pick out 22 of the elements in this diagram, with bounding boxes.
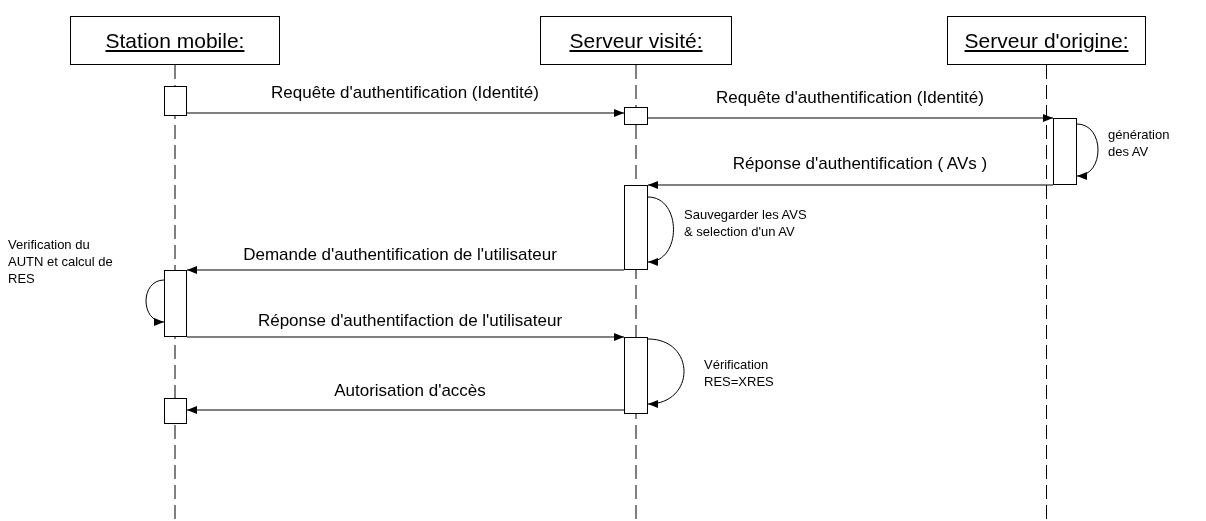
activation-bar [624,107,648,125]
activation-bar [624,337,648,414]
message-arrow [647,114,1054,122]
message-arrow [186,109,625,117]
activation-bar [164,398,187,424]
self-message-arrow [647,338,685,407]
self-message-arrow [647,196,674,265]
activation-bar [164,86,187,116]
activation-bar [164,270,187,337]
activation-bar [1053,118,1077,185]
message-arrow [647,181,1054,189]
message-arrow [186,333,625,341]
edge-label: Requête d'authentification (Identité) [714,88,986,108]
message-arrow [186,406,625,414]
message-arrow [186,266,625,274]
activation-bar [624,185,648,270]
participant-box: Serveur d'origine: [947,16,1146,65]
participant-box: Serveur visité: [540,16,732,65]
self-message-arrow [1076,123,1099,179]
self-message-arrow [145,279,165,325]
participant-box: Station mobile: [70,16,280,65]
edge-label: Requête d'authentification (Identité) [269,83,541,103]
